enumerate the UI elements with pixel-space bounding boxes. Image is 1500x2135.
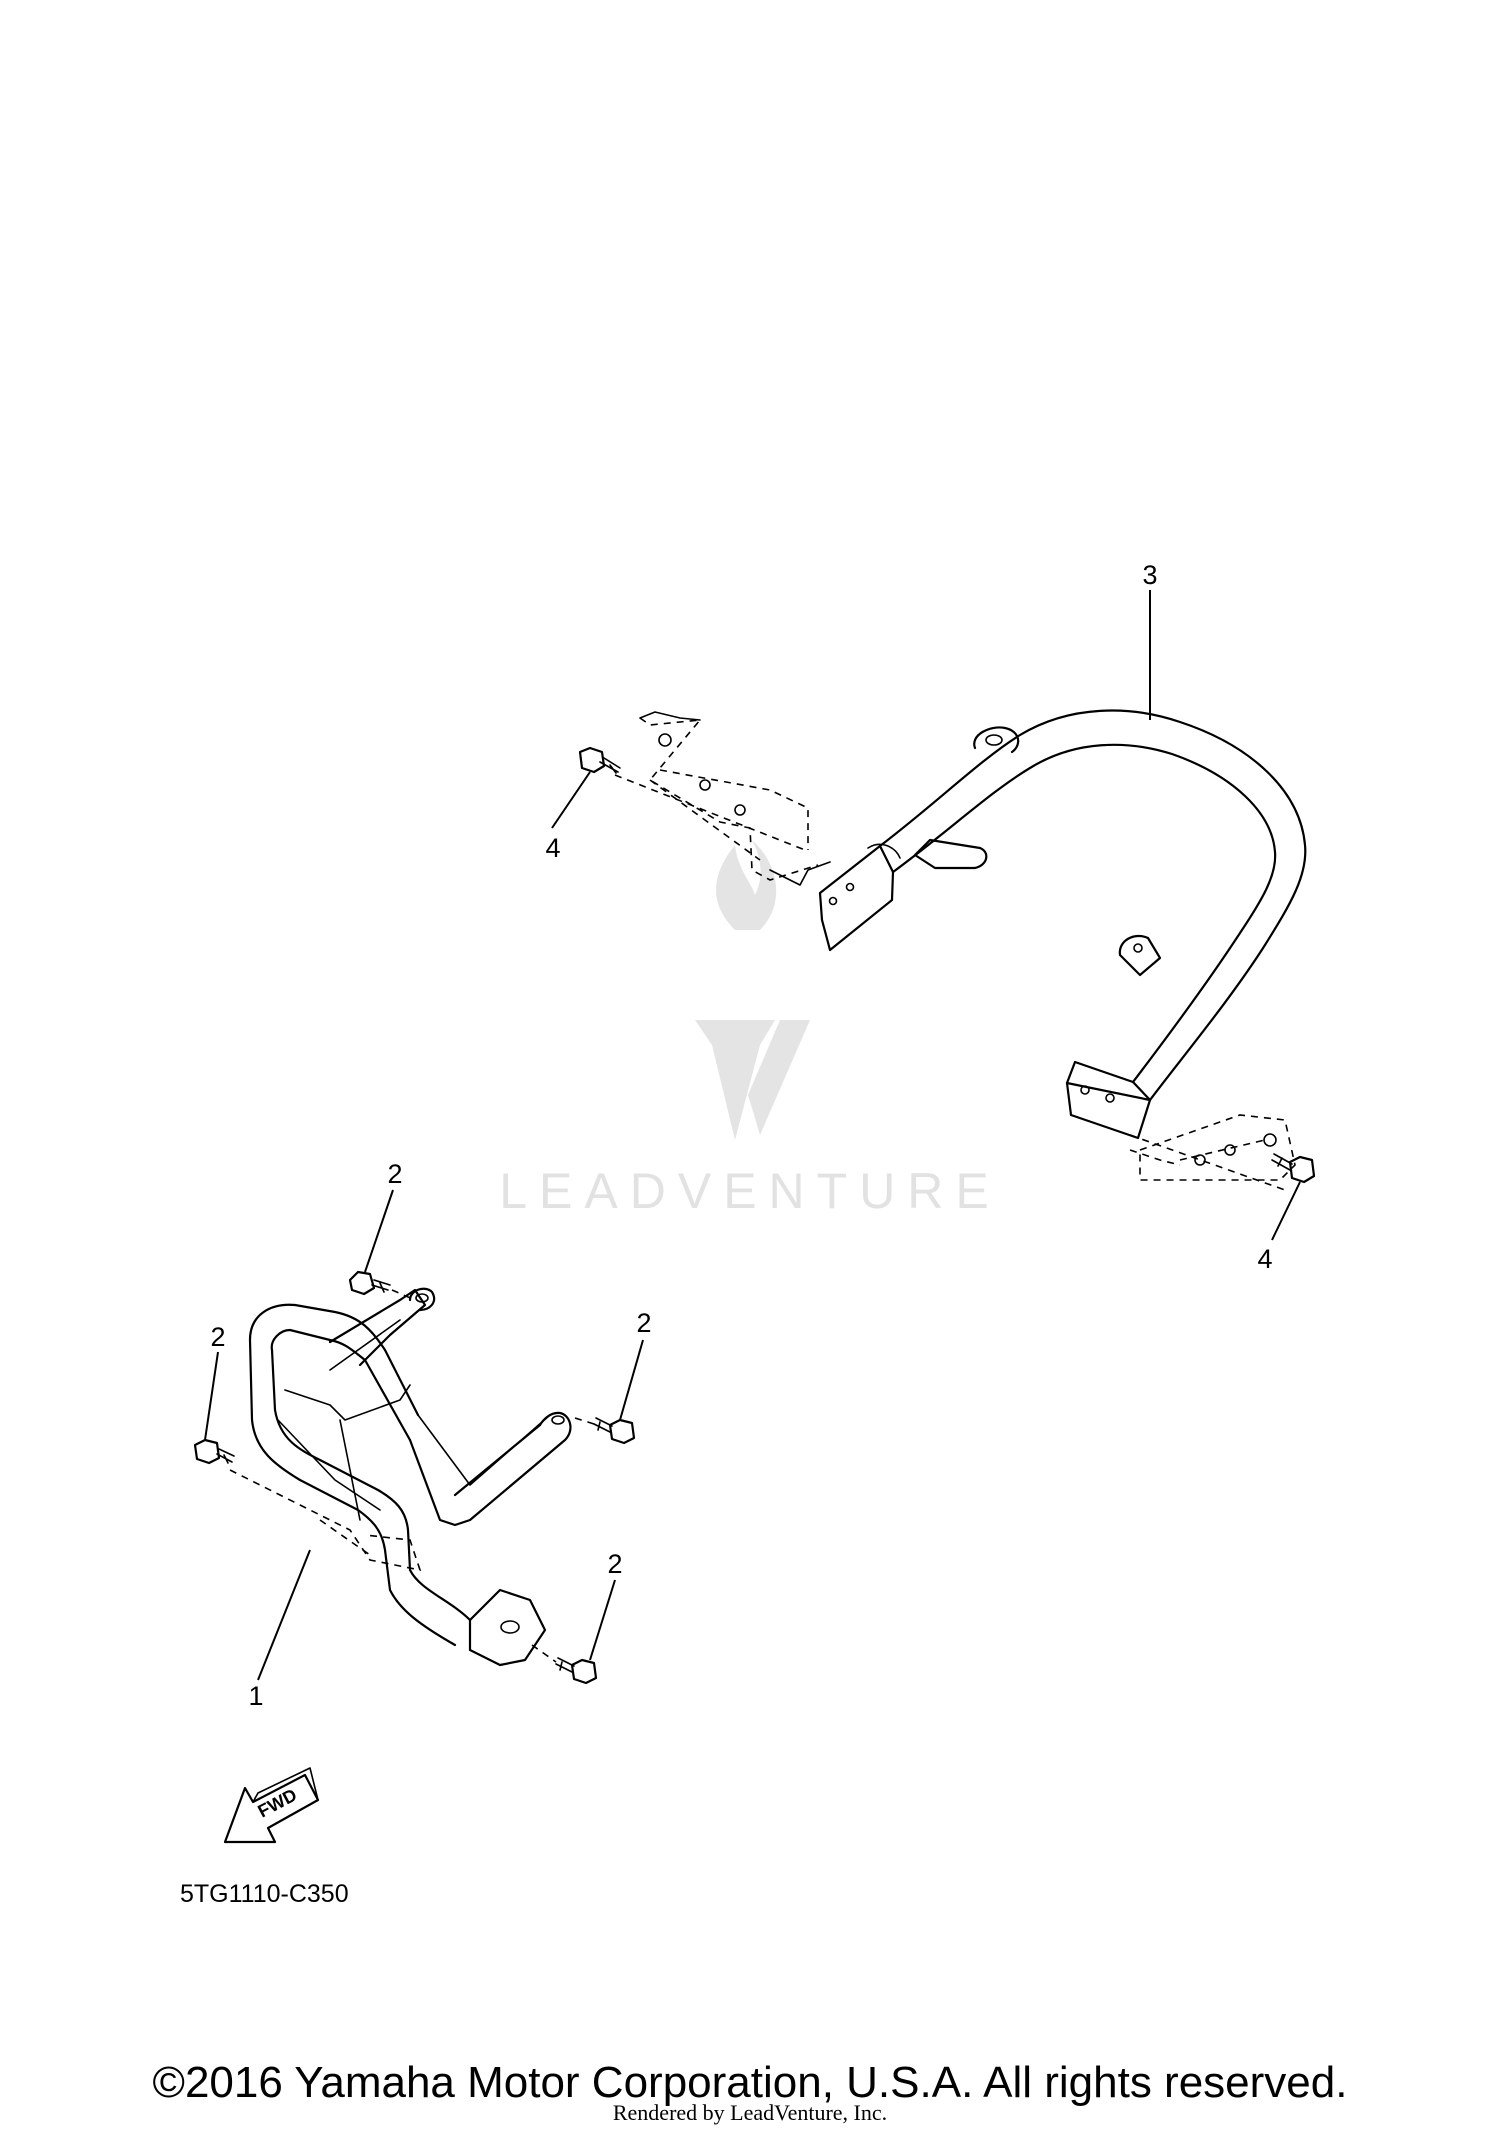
rendered-by-notice: Rendered by LeadVenture, Inc.: [612, 2100, 888, 2125]
callout-part-2-right: 2: [636, 1308, 651, 1338]
frame-bracket-left: [614, 711, 831, 886]
callout-part-1: 1: [248, 1681, 263, 1711]
bolt-part-4-left: [578, 746, 621, 774]
bolt-part-2-right: [574, 1417, 636, 1445]
part-3-rear-grab-bar: [818, 709, 1307, 1140]
callout-part-4-right: 4: [1257, 1244, 1272, 1274]
copyright-notice: ©2016 Yamaha Motor Corporation, U.S.A. A…: [152, 2058, 1348, 2107]
bolt-part-4-right: [1271, 1153, 1316, 1184]
callout-part-2-bottom: 2: [607, 1549, 622, 1579]
bolt-part-2-bottom: [531, 1644, 598, 1685]
callout-part-4-left: 4: [545, 833, 560, 863]
callout-part-2-left: 2: [210, 1322, 225, 1352]
frame-bracket-right: [1129, 1114, 1296, 1191]
bolt-part-2-left: [193, 1438, 235, 1465]
part-1-front-guard: [229, 1287, 572, 1667]
watermark-text: LEADVENTURE: [499, 1163, 1001, 1219]
bolt-part-2-top: [348, 1270, 416, 1301]
fwd-arrow-icon: FWD: [223, 1767, 320, 1844]
callout-part-2-top: 2: [387, 1159, 402, 1189]
leader-lines: [204, 590, 1301, 1681]
callout-part-3: 3: [1142, 560, 1157, 590]
watermark-logo: LEADVENTURE: [499, 840, 1001, 1219]
diagram-code: 5TG1110-C350: [180, 1880, 349, 1908]
